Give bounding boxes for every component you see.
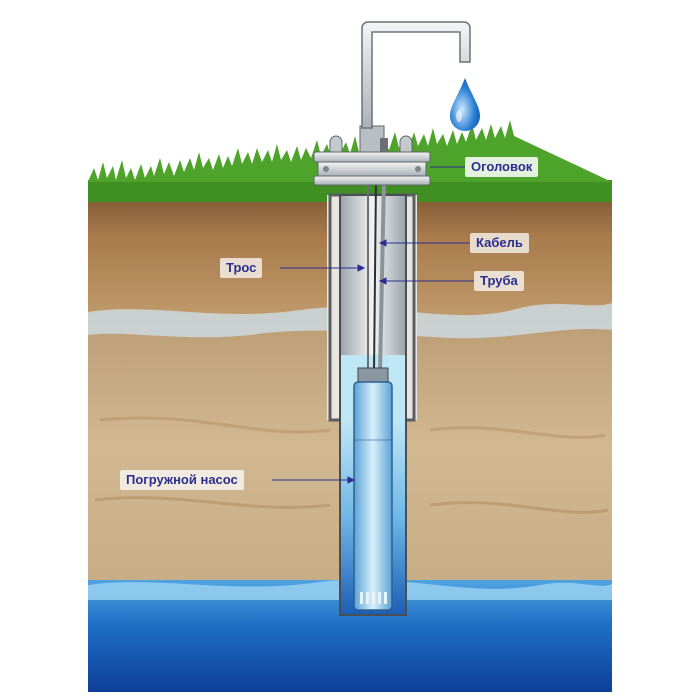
pipe [378, 179, 386, 373]
water-tap-pipe [361, 21, 471, 129]
wellhead-label: Оголовок [465, 157, 539, 177]
casing-air [340, 195, 406, 355]
wellhead [313, 125, 431, 186]
pipe-label: Труба [474, 271, 524, 291]
inner-casing [339, 194, 407, 616]
sand-streak [94, 496, 609, 514]
cable-label: Кабель [470, 233, 529, 253]
sand-streak [99, 416, 606, 439]
pump-label: Погружной насос [120, 470, 244, 490]
pump-intake-grille [360, 592, 387, 604]
water-drop-icon [450, 78, 480, 131]
leader-lines [272, 166, 474, 484]
rope-label: Трос [220, 258, 263, 278]
riser-lines [367, 179, 386, 373]
submersible-pump [353, 367, 393, 611]
cable [373, 179, 377, 373]
